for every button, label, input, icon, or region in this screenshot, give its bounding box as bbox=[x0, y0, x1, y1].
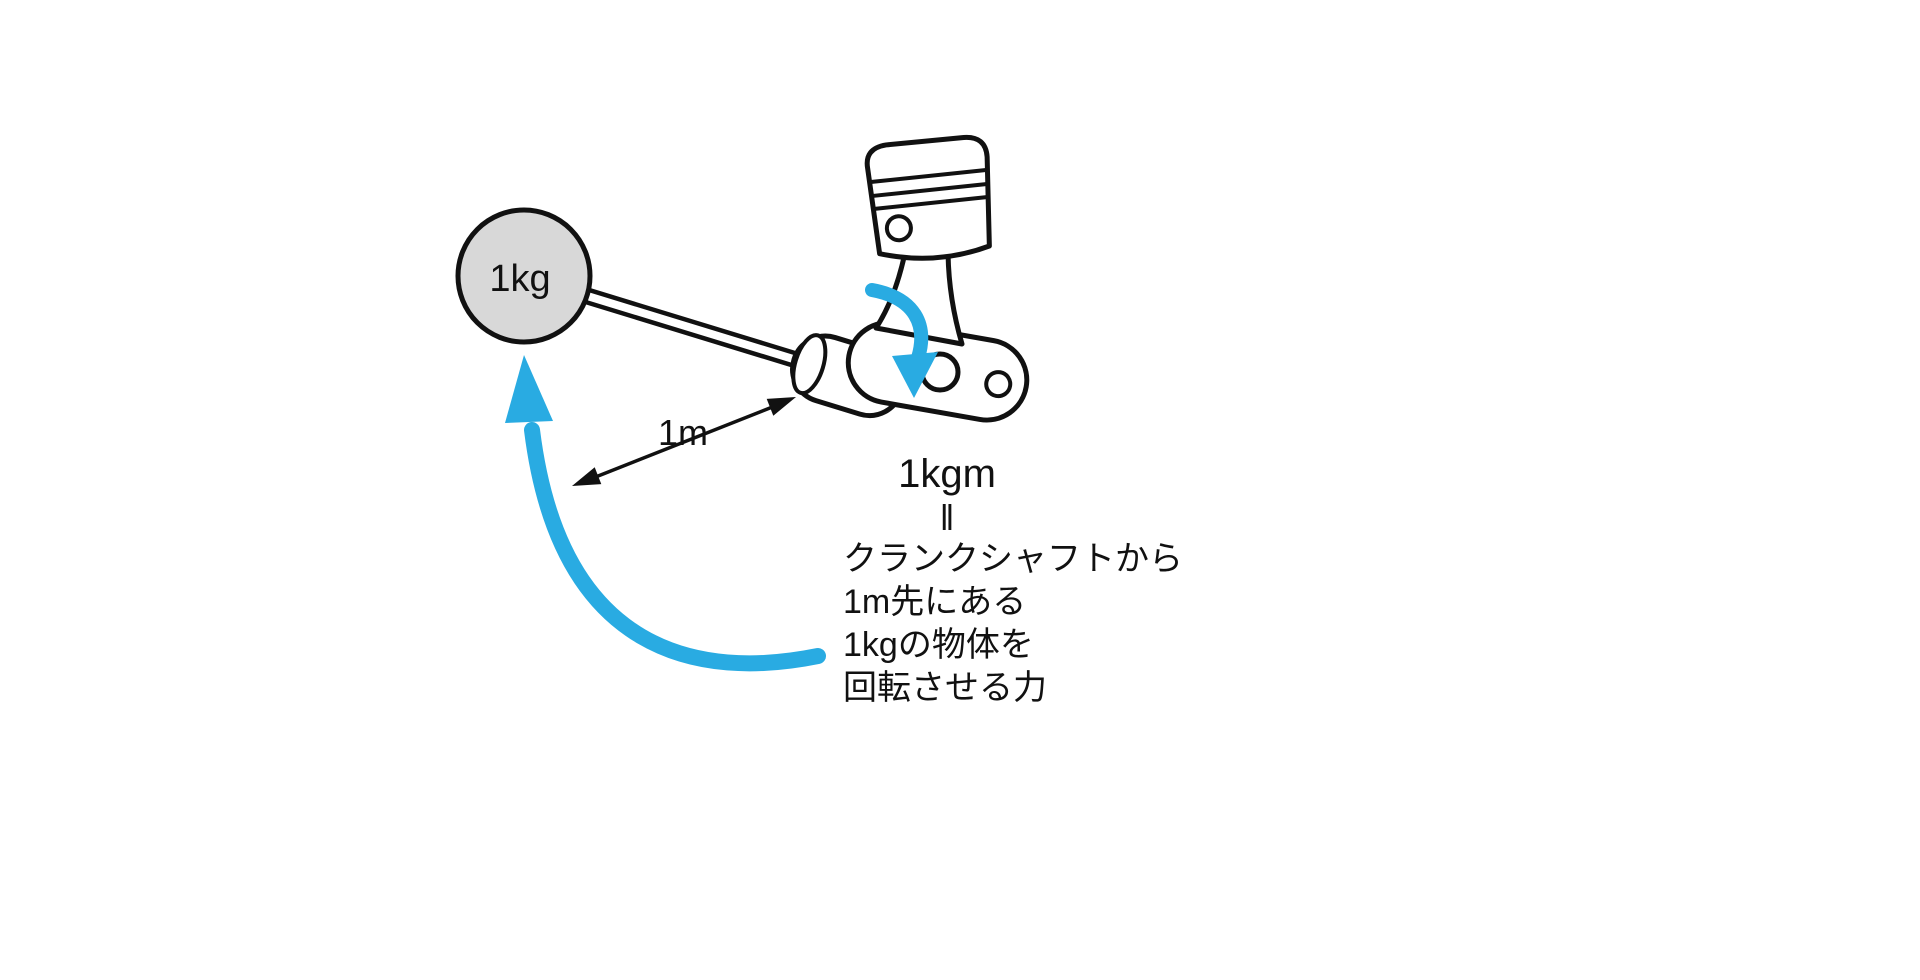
caption-block: 1kgm ‖ クランクシャフトから 1m先にある 1kgの物体を 回転させる力 bbox=[843, 452, 1183, 707]
equals-symbol: ‖ bbox=[940, 497, 955, 538]
piston-ring-grooves bbox=[869, 168, 990, 211]
distance-label: 1m bbox=[658, 412, 708, 453]
ball-rotation-arrow bbox=[505, 355, 826, 672]
distance-arrow bbox=[572, 397, 796, 486]
wrist-pin bbox=[884, 214, 913, 243]
crank-rotation-arrow-icon bbox=[865, 283, 938, 398]
piston bbox=[864, 134, 992, 261]
weight-ball bbox=[455, 207, 593, 345]
caption-line: 1m先にある bbox=[843, 583, 1026, 621]
weight-ball-label: 1kg bbox=[489, 258, 550, 300]
connecting-rod bbox=[873, 245, 965, 347]
caption-line: クランクシャフトから bbox=[843, 540, 1183, 578]
torque-value-label: 1kgm bbox=[898, 452, 996, 496]
caption-line: 回転させる力 bbox=[843, 669, 1047, 707]
caption-line: 1kgの物体を bbox=[843, 626, 1034, 664]
